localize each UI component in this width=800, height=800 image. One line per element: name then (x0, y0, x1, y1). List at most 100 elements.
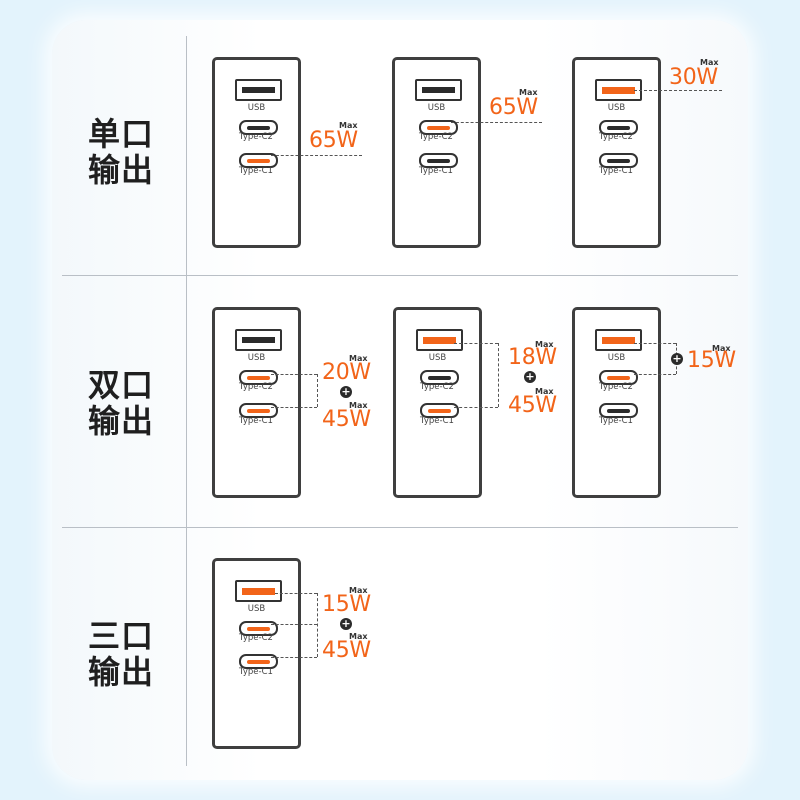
max-label: Max (519, 88, 538, 97)
connector-line (634, 90, 722, 91)
usb-port-icon (595, 79, 642, 101)
type-c2-port-icon (239, 120, 278, 135)
port-label-usb: USB (607, 353, 626, 363)
watt-value: 65W (489, 95, 538, 120)
usb-port-slot (242, 337, 275, 343)
connector-line (317, 374, 318, 407)
type-c1-port-icon (420, 403, 459, 418)
type-c1-port-slot (427, 158, 450, 163)
connector-line (271, 657, 317, 658)
port-label-c1: Type-C1 (599, 416, 633, 426)
plus-icon: + (524, 370, 536, 383)
row-label-line: 输出 (88, 402, 155, 440)
watt-value: 18W (508, 345, 557, 370)
plus-icon: + (340, 385, 352, 398)
port-label-usb: USB (428, 353, 447, 363)
watt-value: 15W (322, 592, 371, 617)
type-c2-port-icon (599, 370, 638, 385)
watt-value: 15W (687, 348, 736, 373)
type-c2-port-slot (247, 125, 270, 130)
watt-value: 30W (669, 65, 718, 90)
type-c2-port-slot (607, 125, 630, 130)
plus-icon: + (340, 617, 352, 630)
connector-line (634, 374, 676, 375)
port-label-usb: USB (247, 103, 266, 113)
port-label-c1: Type-C1 (419, 166, 453, 176)
type-c1-port-slot (607, 158, 630, 163)
connector-line (454, 343, 498, 344)
row-label-single: 单口 输出 (88, 116, 158, 188)
port-label-usb: USB (247, 604, 266, 614)
port-label-usb: USB (247, 353, 266, 363)
usb-port-slot (423, 336, 456, 344)
type-c2-port-icon (239, 370, 278, 385)
max-label: Max (535, 387, 554, 396)
usb-port-icon (595, 329, 642, 351)
connector-line (271, 407, 317, 408)
type-c2-port-icon (420, 370, 459, 385)
usb-port-icon (235, 79, 282, 101)
port-label-c2: Type-C2 (239, 132, 273, 142)
type-c1-port-slot (247, 158, 270, 163)
row-label-dual: 双口 输出 (88, 367, 158, 439)
row-label-line: 输出 (88, 653, 155, 691)
port-label-c2: Type-C2 (239, 382, 273, 392)
max-label: Max (349, 586, 368, 595)
port-label-c2: Type-C2 (599, 382, 633, 392)
port-label-c2: Type-C2 (420, 382, 454, 392)
port-label-c2: Type-C2 (239, 633, 273, 643)
max-label: Max (700, 58, 719, 67)
connector-line (451, 122, 542, 123)
port-label-usb: USB (607, 103, 626, 113)
usb-port-icon (415, 79, 462, 101)
row-label-line: 单口 (88, 115, 155, 153)
usb-port-slot (242, 587, 275, 595)
max-label: Max (349, 632, 368, 641)
type-c1-port-icon (419, 153, 458, 168)
plus-icon: + (671, 352, 683, 365)
type-c1-port-slot (428, 408, 451, 413)
connector-line (454, 407, 498, 408)
type-c2-port-slot (607, 375, 630, 380)
usb-port-slot (422, 87, 455, 93)
type-c2-port-slot (428, 375, 451, 380)
type-c2-port-icon (599, 120, 638, 135)
watt-value: 45W (322, 638, 371, 663)
max-label: Max (712, 344, 731, 353)
usb-port-slot (242, 87, 275, 93)
type-c2-port-icon (419, 120, 458, 135)
usb-port-icon (416, 329, 463, 351)
port-label-c1: Type-C1 (420, 416, 454, 426)
connector-line (275, 593, 317, 594)
usb-port-slot (602, 336, 635, 344)
row-label-line: 双口 (88, 366, 155, 404)
type-c1-port-icon (239, 654, 278, 669)
port-label-c1: Type-C1 (239, 416, 273, 426)
type-c2-port-slot (247, 375, 270, 380)
column-divider (186, 36, 187, 766)
connector-line (271, 624, 317, 625)
port-label-c1: Type-C1 (239, 166, 273, 176)
max-label: Max (535, 340, 554, 349)
watt-value: 45W (322, 407, 371, 432)
max-label: Max (349, 354, 368, 363)
connector-line (317, 593, 318, 657)
usb-port-icon (235, 329, 282, 351)
connector-line (634, 343, 676, 344)
connector-line (498, 343, 499, 407)
type-c2-port-slot (247, 626, 270, 631)
row-label-triple: 三口 输出 (88, 618, 158, 690)
type-c1-port-icon (599, 403, 638, 418)
type-c1-port-slot (607, 408, 630, 413)
connector-line (271, 155, 362, 156)
watt-value: 20W (322, 360, 371, 385)
usb-port-slot (602, 86, 635, 94)
connector-line (271, 374, 317, 375)
